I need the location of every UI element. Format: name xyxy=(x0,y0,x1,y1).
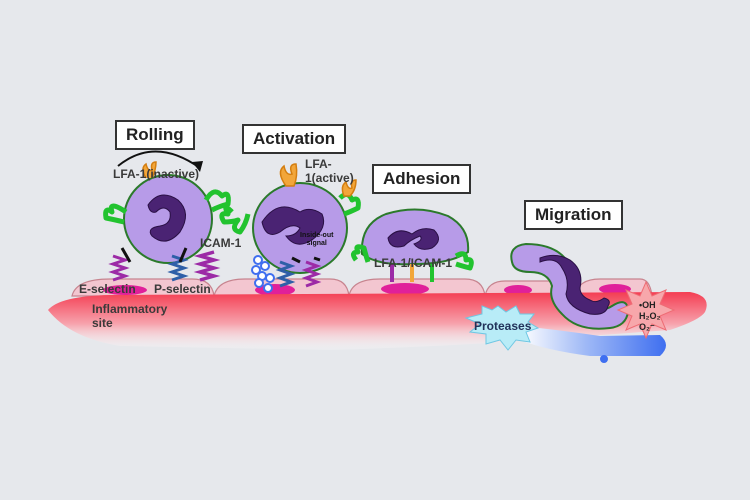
adhesion-stalk xyxy=(313,256,321,262)
leak-droplet xyxy=(600,355,608,363)
adherent-leukocyte xyxy=(350,208,474,282)
label-lfa1-active-line1: LFA- xyxy=(305,157,332,171)
label-lfa1-inactive: LFA-1(inactive) xyxy=(113,167,200,181)
rolling-arrow xyxy=(117,150,201,169)
lfa1-active-receptor xyxy=(341,179,357,197)
p-selectin-spring xyxy=(275,260,296,288)
ros-burst xyxy=(616,280,676,340)
selectin-springs xyxy=(108,247,221,282)
green-receptor xyxy=(454,251,474,271)
label-lfa1-active-line2: 1(active) xyxy=(305,170,354,185)
stage-label-migration: Migration xyxy=(524,200,623,230)
green-receptor xyxy=(203,189,231,213)
green-receptor xyxy=(103,203,128,225)
label-lfa1-icam1: LFA-1/ICAM-1 xyxy=(374,256,452,270)
migrating-leukocyte xyxy=(510,242,630,330)
activated-leukocyte xyxy=(219,163,361,293)
stage-label-adhesion: Adhesion xyxy=(372,164,472,194)
label-inside-out-line2: signal xyxy=(306,240,327,248)
label-proteases: Proteases xyxy=(474,319,532,333)
label-p-selectin: P-selectin xyxy=(154,282,211,296)
rolling-arrowhead xyxy=(192,161,203,172)
proteases-burst xyxy=(464,305,540,351)
label-lfa1-active: LFA- 1(active) xyxy=(305,157,354,186)
leukocyte-body xyxy=(123,174,213,264)
label-e-selectin: E-selectin xyxy=(79,282,136,296)
adhesion-stalk xyxy=(120,247,132,263)
leukocyte-nucleus xyxy=(261,206,325,245)
chemokine-cluster xyxy=(251,255,275,293)
green-receptor xyxy=(350,244,371,263)
label-ros: •OH H₂O₂ O₂⁻ xyxy=(639,300,661,332)
stage-label-rolling: Rolling xyxy=(115,120,195,150)
label-inflammatory-site: Inflammatory site xyxy=(92,302,168,331)
label-inflammatory-line1: Inflammatory xyxy=(92,302,168,316)
endothelial-nucleus xyxy=(504,285,532,295)
leukocyte-nucleus xyxy=(147,194,186,242)
lfa1-inactive-receptor xyxy=(142,161,157,179)
label-inside-out-line1: Inside-out xyxy=(300,232,334,239)
stage-label-activation: Activation xyxy=(242,124,347,154)
green-receptor xyxy=(219,205,251,235)
label-ros-oh: •OH xyxy=(639,300,656,310)
endothelial-nucleus xyxy=(381,283,429,295)
lfa1-active-receptor xyxy=(279,163,298,187)
p-selectin-spring xyxy=(167,254,189,282)
adhesion-stalk xyxy=(178,247,188,263)
icam1-spring xyxy=(193,250,221,282)
label-ros-h2o2: H₂O₂ xyxy=(639,310,661,321)
leukocyte-nucleus xyxy=(539,254,610,315)
adhesion-stalk xyxy=(291,256,301,264)
rolling-leukocyte xyxy=(103,161,231,264)
label-icam1: ICAM-1 xyxy=(200,236,242,250)
e-selectin-spring xyxy=(108,254,130,282)
vascular-leak xyxy=(520,326,666,356)
endothelial-nucleus xyxy=(599,284,631,294)
label-ros-o2: O₂⁻ xyxy=(639,321,655,332)
label-inflammatory-line2: site xyxy=(92,315,113,330)
label-inside-out-signal: Inside-out signal xyxy=(300,232,333,248)
leukocyte-nucleus xyxy=(387,228,439,250)
icam1-spring xyxy=(301,260,322,288)
endothelial-nucleus xyxy=(103,285,147,295)
